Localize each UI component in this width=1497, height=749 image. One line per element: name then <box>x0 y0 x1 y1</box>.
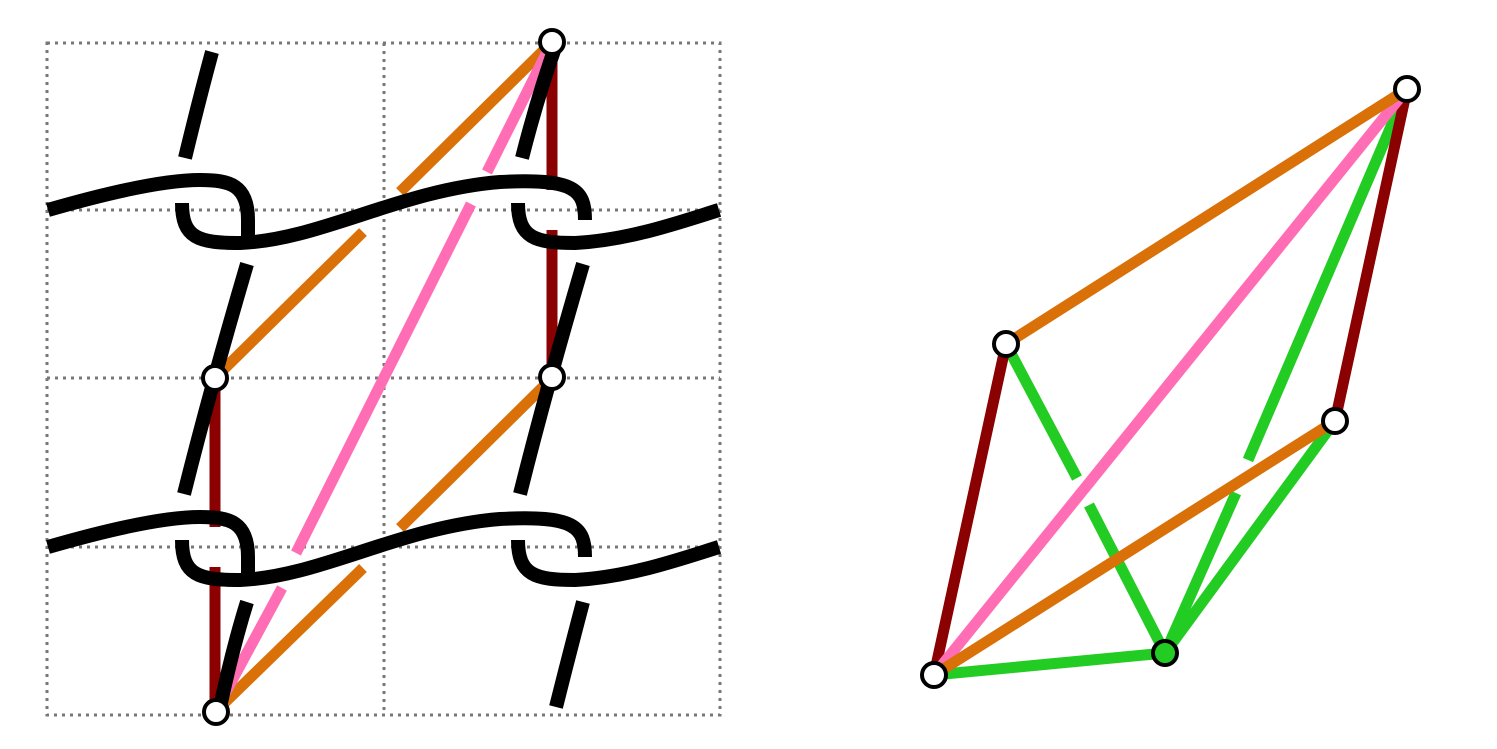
knot-strand <box>175 174 592 250</box>
edge-green <box>1001 341 1082 481</box>
vertex-node <box>1393 75 1421 103</box>
edge-dark-red <box>928 342 1012 677</box>
edge-green <box>1242 86 1413 463</box>
edge-green <box>933 647 1166 681</box>
edge-green <box>1160 417 1340 657</box>
knot-tiling-panel <box>45 28 722 726</box>
vertex-node <box>201 364 229 392</box>
knot-strand <box>511 539 722 587</box>
edge-pink <box>929 85 1412 679</box>
edge-pink <box>291 201 476 556</box>
edge-dark-red <box>1329 87 1413 423</box>
edge-orange <box>1003 84 1410 349</box>
edge-orange <box>211 564 367 716</box>
dotted-grid <box>45 41 722 717</box>
vertex-node <box>992 330 1020 358</box>
edge-green <box>1159 490 1242 656</box>
knot-strand <box>175 511 592 587</box>
knot-strand <box>212 599 254 714</box>
vertex-node-highlighted <box>1151 639 1179 667</box>
graph-panel <box>920 75 1421 689</box>
edge-orange <box>396 38 556 196</box>
edge-pink <box>482 39 557 175</box>
vertex-node <box>1321 407 1349 435</box>
vertex-node <box>538 363 566 391</box>
edge-green <box>1084 502 1170 656</box>
knot-strand <box>46 510 255 575</box>
vertex-node <box>920 661 948 689</box>
edge-orange <box>396 374 556 532</box>
knot-strand <box>46 173 255 238</box>
edge-orange <box>931 416 1338 680</box>
edge-orange <box>211 228 367 382</box>
knot-strand <box>511 202 722 250</box>
knot-strand <box>178 50 219 160</box>
vertex-node <box>202 698 230 726</box>
knot-strand <box>549 600 590 709</box>
vertex-node <box>538 28 566 56</box>
